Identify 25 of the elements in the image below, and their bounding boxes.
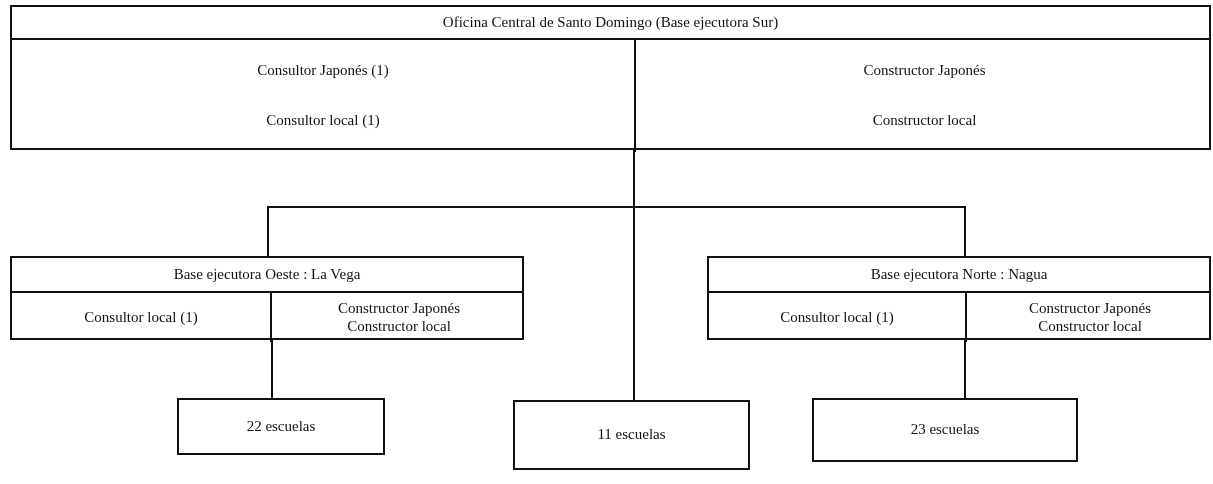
box-heading: Base ejecutora Oeste : La Vega <box>12 258 522 293</box>
cell-text: Constructor local <box>346 317 452 335</box>
box-label: 23 escuelas <box>910 420 980 440</box>
org-box <box>10 256 524 340</box>
cell-text: Consultor Japonés (1) <box>257 61 389 81</box>
school-box <box>177 398 385 455</box>
connector-line <box>633 149 635 401</box>
cell-text: Constructor Japonés <box>863 61 986 81</box>
org-box <box>707 256 1211 340</box>
box-heading: Oficina Central de Santo Domingo (Base ejecutora Sur) <box>12 7 1209 40</box>
box-label: 22 escuelas <box>246 416 316 436</box>
cell-text: Constructor Japonés <box>1028 300 1152 318</box>
cell-text: Constructor Japonés <box>337 300 461 318</box>
cell-text: Consultor local (1) <box>266 111 380 131</box>
cell-text: Constructor local <box>872 111 977 131</box>
connector-line <box>271 339 273 399</box>
school-box <box>513 400 750 470</box>
connector-line <box>964 339 966 399</box>
org-box <box>10 5 1211 150</box>
school-box <box>812 398 1078 462</box>
cell-text: Constructor local <box>1037 317 1143 335</box>
cell-text: Consultor local (1) <box>780 307 894 327</box>
box-label: 11 escuelas <box>597 425 666 445</box>
cell-text: Consultor local (1) <box>84 307 198 327</box>
box-heading: Base ejecutora Norte : Nagua <box>709 258 1209 293</box>
